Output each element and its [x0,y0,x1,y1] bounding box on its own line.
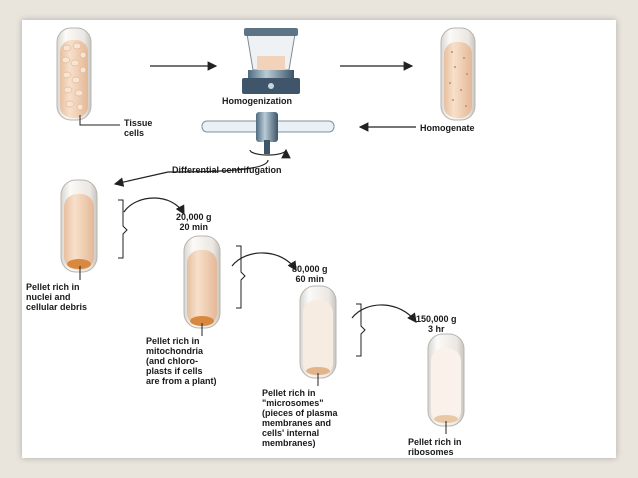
speed-3-label: 150,000 g 3 hr [416,314,457,334]
leader-lines [79,115,447,434]
process-arrows [113,61,417,323]
differential-centrifugation-label: Differential centrifugation [172,165,282,175]
tube-spin-3 [299,285,337,379]
blender-icon [242,28,300,94]
speed-2-label: 80,000 g 60 min [292,264,328,284]
homogenization-label: Homogenization [222,96,292,106]
pellet-mitochondria-label: Pellet rich in mitochondria (and chloro-… [146,336,217,386]
speed-1-label: 20,000 g 20 min [176,212,212,232]
homogenate-label: Homogenate [420,123,475,133]
slide-card [22,20,616,458]
pellet-ribosomes-label: Pellet rich in ribosomes [408,437,462,457]
tube-spin-4 [427,333,465,427]
pellet-nuclei-label: Pellet rich in nuclei and cellular debri… [26,282,88,312]
pellet-microsomes-label: Pellet rich in "microsomes" (pieces of p… [262,388,338,448]
tube-spin-2 [183,235,221,329]
centrifuge-icon [201,112,335,159]
tissue-cells-label: Tissue cells [124,118,153,138]
tube-spin-1 [60,179,98,273]
tube-homogenate [440,27,476,121]
tube-tissue-cells [56,27,92,121]
